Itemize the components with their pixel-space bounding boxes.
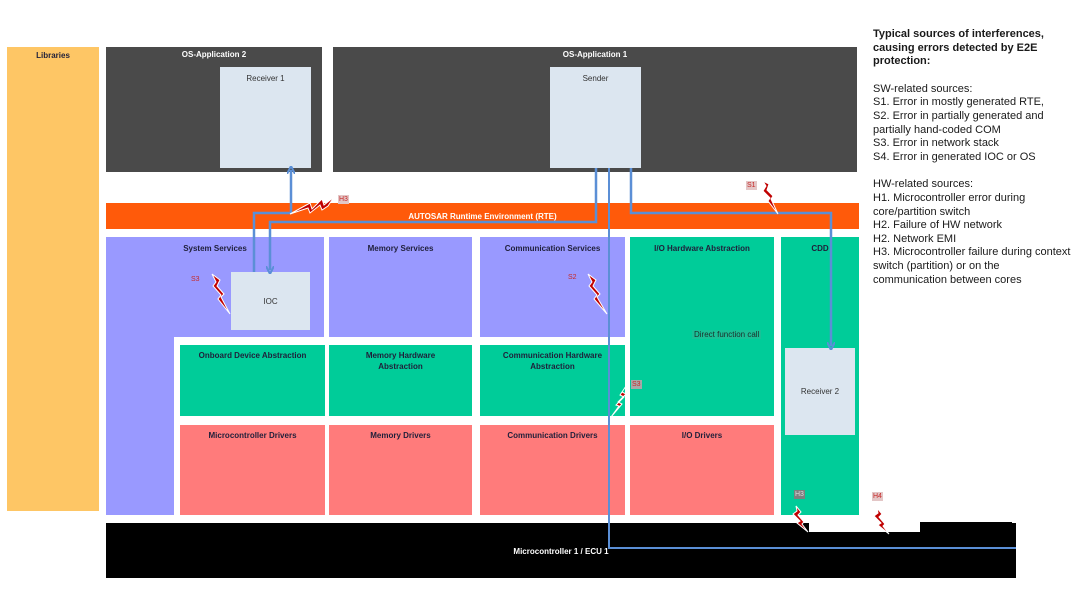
microcontroller-drivers: Microcontroller Drivers: [180, 425, 325, 515]
receiver-1-label: Receiver 1: [246, 74, 285, 83]
memory-drivers-label: Memory Drivers: [370, 431, 431, 440]
microcontroller-top-segment: [920, 522, 1012, 532]
communication-services-label: Communication Services: [504, 244, 601, 253]
communication-drivers: Communication Drivers: [480, 425, 625, 515]
memory-hardware-abstraction-label: Memory Hardware Abstraction: [365, 351, 436, 371]
ioc-label: IOC: [263, 297, 278, 306]
io-drivers-label: I/O Drivers: [681, 431, 723, 440]
hw-heading: HW-related sources:: [873, 178, 974, 191]
fault-tag-s1: S1: [746, 181, 757, 190]
communication-drivers-label: Communication Drivers: [507, 431, 598, 440]
onboard-device-abstraction: Onboard Device Abstraction: [180, 345, 325, 416]
fault-tag-s3-ioc: S3: [191, 276, 200, 283]
io-drivers: I/O Drivers: [630, 425, 774, 515]
system-services-extension: [106, 337, 174, 515]
communication-hardware-abstraction: Communication Hardware Abstraction: [480, 345, 625, 416]
rte-label: AUTOSAR Runtime Environment (RTE): [408, 212, 557, 221]
cdd-label: CDD: [811, 244, 829, 253]
io-hardware-abstraction-label: I/O Hardware Abstraction: [654, 244, 750, 253]
fault-tag-h3-cdd: H3: [794, 490, 805, 499]
interference-notes: Typical sources of interferences, causin…: [873, 28, 1073, 287]
ioc-block: IOC: [231, 272, 310, 330]
hw-item: H2. Network EMI: [873, 232, 957, 245]
fault-tag-h3-rte: H3: [338, 195, 349, 204]
os-application-1-title: OS-Application 1: [562, 50, 628, 59]
microcontroller-notch: [809, 518, 920, 532]
microcontroller-drivers-label: Microcontroller Drivers: [208, 431, 297, 440]
onboard-device-abstraction-label: Onboard Device Abstraction: [198, 351, 307, 360]
libraries-block: Libraries: [7, 47, 99, 511]
fault-tag-s2: S2: [568, 274, 577, 281]
memory-hardware-abstraction: Memory Hardware Abstraction: [329, 345, 472, 416]
memory-drivers: Memory Drivers: [329, 425, 472, 515]
communication-hardware-abstraction-label: Communication Hardware Abstraction: [502, 351, 603, 371]
sender-label: Sender: [582, 74, 609, 83]
sw-item: S4. Error in generated IOC or OS: [873, 150, 1036, 163]
fault-tag-h4: H4: [872, 492, 883, 501]
sw-item: S3. Error in network stack: [873, 137, 999, 150]
memory-services-label: Memory Services: [367, 244, 434, 253]
io-hardware-abstraction: I/O Hardware Abstraction: [630, 237, 774, 416]
system-services-label: System Services: [183, 244, 247, 253]
memory-services: Memory Services: [329, 237, 472, 337]
sw-item: S1. Error in mostly generated RTE,: [873, 96, 1044, 109]
direct-function-call-label: Direct function call: [692, 330, 762, 339]
fault-tag-s3-com: S3: [631, 380, 642, 389]
receiver-1-component: Receiver 1: [220, 67, 311, 168]
hw-item: H3. Microcontroller failure during conte…: [873, 246, 1071, 286]
notes-title: Typical sources of interferences, causin…: [873, 28, 1044, 68]
hw-item: H1. Microcontroller error during core/pa…: [873, 191, 1026, 218]
hw-item: H2. Failure of HW network: [873, 219, 1002, 232]
rte-layer: AUTOSAR Runtime Environment (RTE): [106, 203, 859, 229]
libraries-label: Libraries: [36, 51, 70, 60]
sw-heading: SW-related sources:: [873, 82, 973, 95]
sender-component: Sender: [550, 67, 641, 168]
microcontroller-ecu-label: Microcontroller 1 / ECU 1: [513, 547, 609, 556]
receiver-2-label: Receiver 2: [800, 387, 840, 396]
communication-services: Communication Services: [480, 237, 625, 337]
sw-item: S2. Error in partially generated and par…: [873, 109, 1044, 136]
os-application-2-title: OS-Application 2: [181, 50, 247, 59]
receiver-2-component: Receiver 2: [785, 348, 855, 435]
